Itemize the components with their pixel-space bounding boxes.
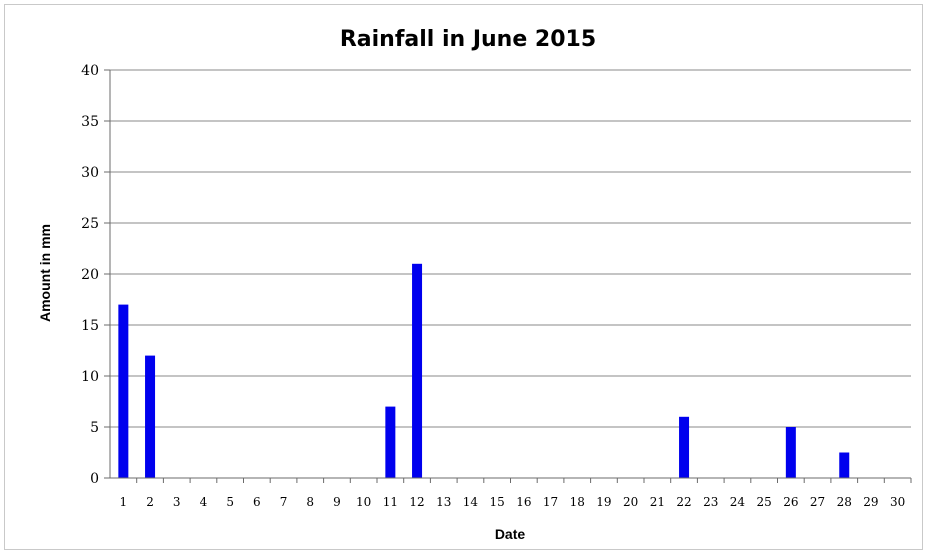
y-tick-label: 25	[81, 216, 99, 232]
gridlines	[110, 69, 911, 428]
x-tick-label: 6	[253, 495, 261, 509]
y-axis-label: Amount in mm	[37, 224, 53, 322]
x-tick-label: 10	[356, 495, 371, 509]
bar	[385, 406, 396, 478]
bar	[118, 304, 129, 478]
y-tick-label: 0	[90, 471, 99, 487]
x-tick-label: 28	[837, 495, 852, 509]
y-tick-label: 10	[81, 369, 99, 385]
x-tick-label: 29	[863, 495, 878, 509]
x-tick-label: 2	[146, 495, 154, 509]
y-tick-label: 5	[90, 420, 99, 436]
bar	[412, 263, 423, 478]
x-tick-label: 7	[280, 495, 288, 509]
x-tick-label: 15	[490, 495, 505, 509]
x-tick-label: 11	[383, 495, 398, 509]
y-tick-label: 30	[81, 165, 99, 181]
bars	[118, 263, 850, 478]
x-tick-label: 3	[173, 495, 181, 509]
x-tick-label: 30	[890, 495, 905, 509]
x-tick-label: 23	[703, 495, 718, 509]
x-tick-label: 9	[333, 495, 341, 509]
x-tick-label: 22	[676, 495, 691, 509]
bar	[145, 355, 156, 478]
y-tick-labels: 0 5 10 15 20 25 30 35 40	[81, 63, 99, 487]
y-tick-label: 35	[81, 114, 99, 130]
x-tick-label: 13	[436, 495, 451, 509]
x-tick-label: 24	[730, 495, 746, 509]
x-tick-label: 20	[623, 495, 638, 509]
x-tick-label: 16	[516, 495, 531, 509]
x-tick-label: 5	[226, 495, 234, 509]
x-tick-label: 17	[543, 495, 558, 509]
chart-title: Rainfall in June 2015	[340, 27, 596, 52]
x-axis-label: Date	[495, 526, 526, 542]
x-tick-label: 27	[810, 495, 825, 509]
y-tick-label: 40	[81, 63, 99, 79]
chart-frame	[4, 4, 923, 550]
x-tick-label: 21	[650, 495, 665, 509]
x-tick-label: 1	[120, 495, 128, 509]
bar	[785, 427, 796, 478]
y-tick-label: 15	[81, 318, 99, 334]
axes	[104, 69, 912, 483]
x-tick-label: 14	[463, 495, 479, 509]
x-tick-label: 25	[757, 495, 772, 509]
y-tick-label: 20	[81, 267, 99, 283]
bar	[679, 416, 690, 478]
x-tick-label: 19	[596, 495, 611, 509]
x-tick-label: 26	[783, 495, 798, 509]
x-tick-label: 4	[200, 495, 208, 509]
bar	[839, 452, 850, 478]
x-tick-label: 12	[409, 495, 424, 509]
x-tick-label: 18	[570, 495, 585, 509]
x-tick-label: 8	[306, 495, 314, 509]
